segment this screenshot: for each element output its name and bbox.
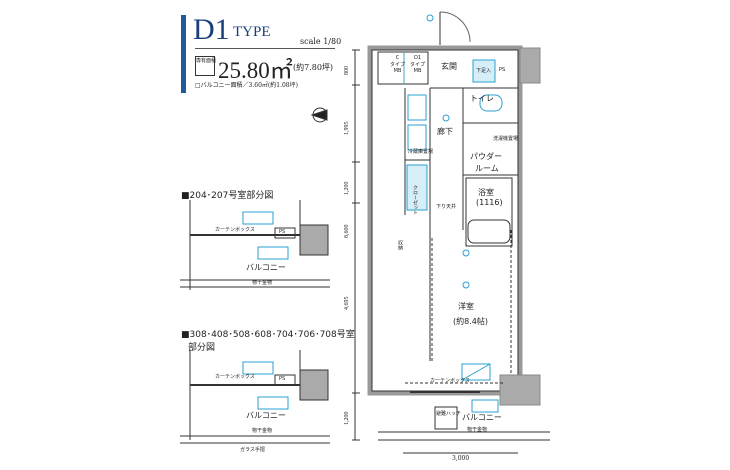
room-powder: パウダー <box>470 152 502 161</box>
balcony-note: □バルコニー面積／3.60㎡(約1.08坪) <box>195 82 298 89</box>
area-label: 専有面積 <box>195 56 216 76</box>
dim-total: 8,600 <box>344 224 350 239</box>
room-bath: 浴室 <box>478 188 494 197</box>
scale-label: scale 1/80 <box>300 37 342 46</box>
partial-2-curtain: カーテンボックス <box>215 374 255 380</box>
storage-label: 収納 <box>397 240 403 250</box>
shoes-box <box>472 59 496 83</box>
partial-1-curtain: カーテンボックス <box>215 227 255 233</box>
room-hall: 廊下 <box>437 127 453 136</box>
type-id: D1 <box>193 13 230 46</box>
western-size: (約8.4帖) <box>453 317 488 326</box>
room-entrance: 玄関 <box>441 62 457 71</box>
partial-2-balcony: バルコニー <box>246 411 286 420</box>
area-value: 25.80㎡ <box>218 58 293 83</box>
closet-box <box>406 164 428 211</box>
area-tsubo: (約7.80坪) <box>293 63 334 72</box>
room-powder-2: ルーム <box>475 164 499 173</box>
bath-size: (1116) <box>476 198 503 207</box>
bathtub <box>467 219 511 244</box>
hanger: 物干金物 <box>467 427 488 433</box>
dim-4695: 4,695 <box>344 296 350 311</box>
room-western: 洋室 <box>458 302 474 311</box>
dim-800: 800 <box>344 66 350 75</box>
partial-2-title: ■308･408･508･608･704･706･708号室 <box>181 330 355 340</box>
partial-2-ps: PS <box>279 376 286 382</box>
partial-1-balcony: バルコニー <box>246 263 286 272</box>
partial-plan-1 <box>180 200 330 290</box>
partial-2-hanger: 物干金物 <box>252 428 273 434</box>
accent-bar <box>181 15 186 93</box>
shoes-storage: 下足入 <box>476 68 492 74</box>
divider <box>195 48 335 49</box>
dim-1995: 1,995 <box>344 121 350 136</box>
hatch: 避難ハッチ <box>436 411 462 417</box>
dim-width: 3,000 <box>452 455 470 462</box>
toilet-fixture <box>479 94 503 112</box>
partial-1-ps: PS <box>279 229 286 235</box>
partial-2-rail: ガラス手摺 <box>240 447 265 453</box>
type-word: TYPE <box>233 24 271 40</box>
partial-1-title: ■204･207号室部分図 <box>181 191 274 201</box>
ps-label: PS <box>499 67 506 73</box>
fridge-space: 冷蔵庫置場 <box>408 149 434 155</box>
room-balcony: バルコニー <box>462 413 502 422</box>
mb-closet <box>377 51 429 85</box>
dim-1200: 1,200 <box>344 181 350 196</box>
laundry-space: 洗濯機置場 <box>493 136 519 142</box>
drop-ceiling: 下り天井 <box>436 204 457 210</box>
dim-1200b: 1,200 <box>344 411 350 426</box>
closet-label: クローゼット <box>412 185 418 215</box>
partial-plan-2 <box>180 350 330 444</box>
partial-2-title2: 部分図 <box>188 343 216 353</box>
partial-1-hanger: 物干金物 <box>252 280 273 286</box>
curtain-box: カーテンボックス <box>430 378 470 384</box>
room-toilet: トイレ <box>470 94 494 103</box>
